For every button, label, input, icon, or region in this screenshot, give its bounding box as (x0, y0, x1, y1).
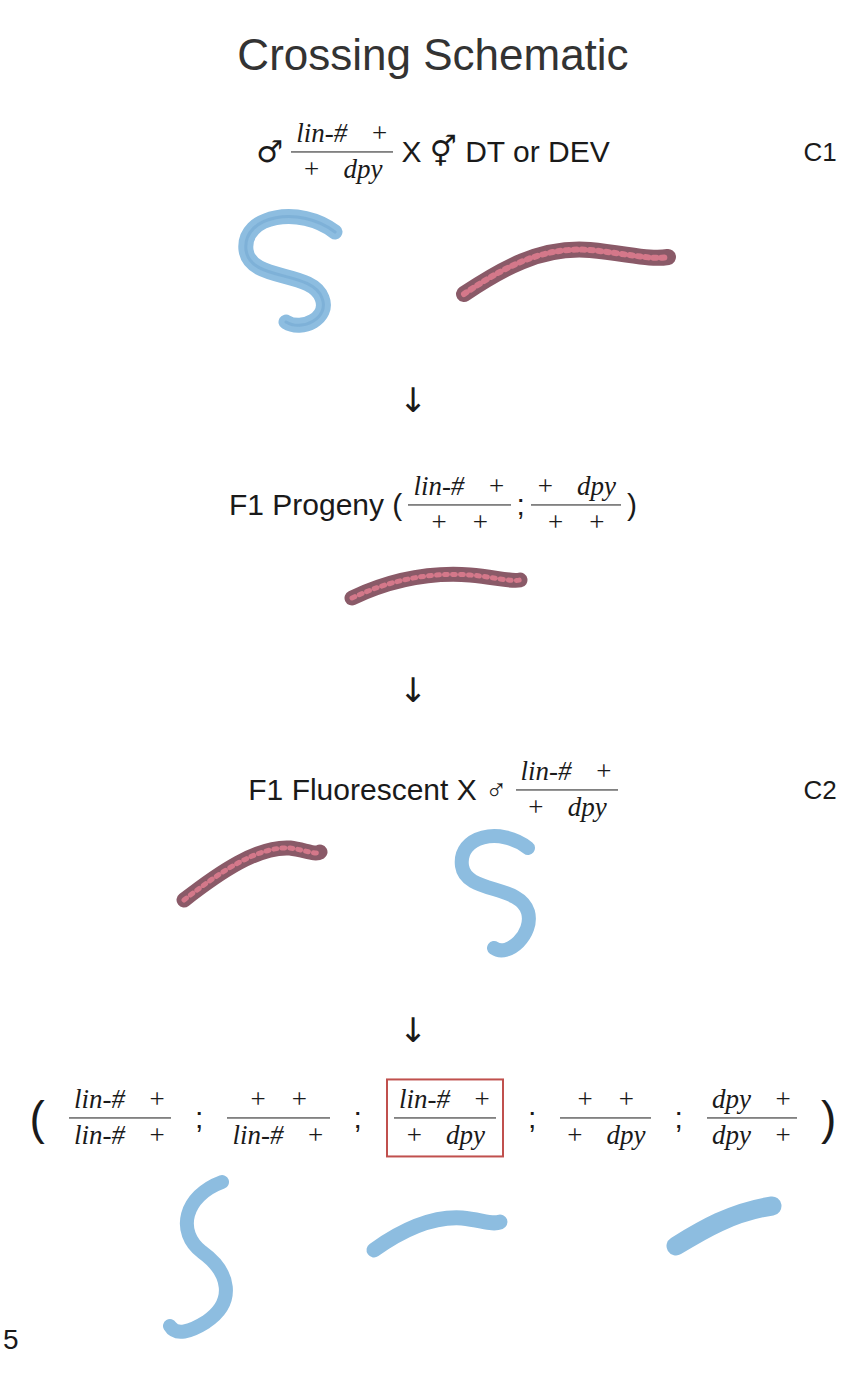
male-worm (462, 836, 529, 950)
genotype-denominator: + dpy (516, 791, 618, 824)
page-number: 5 (3, 1324, 19, 1356)
genotype-denominator: + dpy (394, 1119, 496, 1152)
separator: ; (517, 488, 525, 522)
genotype-fraction: + ++ dpy (560, 1084, 650, 1151)
genotype-fraction: lin-# +lin-# + (69, 1084, 171, 1151)
genotype-denominator: + + (531, 506, 621, 539)
genotype-denominator: + dpy (291, 153, 393, 186)
separator: ; (675, 1101, 683, 1135)
male-worm (170, 1182, 226, 1332)
genotype-denominator: dpy + (707, 1119, 797, 1152)
fluorescent-worm (352, 574, 520, 598)
genotype-fraction: + +lin-# + (227, 1084, 329, 1151)
separator: ; (354, 1101, 362, 1135)
male-worm (246, 217, 335, 326)
genotype-row: ♂lin-# ++ dpyX ⚥ DT or DEV (0, 118, 866, 185)
genotype-numerator: lin-# + (408, 471, 510, 505)
genotype-numerator: lin-# + (291, 118, 393, 152)
cross-label: C2 (803, 775, 836, 806)
genotype-numerator: lin-# + (516, 756, 618, 790)
cross-text: ♂ (256, 135, 283, 170)
genotype-denominator: lin-# + (69, 1119, 171, 1152)
cross-text: ) (627, 488, 637, 522)
genotype-denominator: + dpy (560, 1119, 650, 1152)
separator: ; (528, 1101, 536, 1135)
down-arrow: ↓ (399, 1010, 428, 1050)
wild-type-worm (374, 1218, 500, 1250)
genotype-numerator: + + (560, 1084, 650, 1118)
bracket: ) (821, 1091, 836, 1145)
genotype-numerator: dpy + (707, 1084, 797, 1118)
genotype-fraction: dpy +dpy + (707, 1084, 797, 1151)
fluorescent-worm (184, 848, 320, 900)
genotype-fraction: + dpy+ + (531, 471, 621, 538)
genotype-row: F1 Fluorescent X ♂ lin-# ++ dpy (0, 756, 866, 823)
highlight-box: lin-# ++ dpy (386, 1078, 504, 1157)
genotype-numerator: lin-# + (394, 1084, 496, 1118)
genotype-row: F1 Progeny (lin-# ++ +;+ dpy+ +) (0, 471, 866, 538)
genotype-fraction: lin-# ++ dpy (516, 756, 618, 823)
genotype-fraction: lin-# ++ dpy (291, 118, 393, 185)
genotype-numerator: lin-# + (69, 1084, 171, 1118)
genotype-fraction: lin-# ++ + (408, 471, 510, 538)
fluorescent-worm (464, 250, 668, 294)
dumpy-worm (676, 1206, 772, 1246)
cross-text: X ⚥ DT or DEV (401, 135, 609, 170)
bracket: ( (30, 1091, 45, 1145)
down-arrow: ↓ (399, 670, 428, 710)
separator: ; (195, 1101, 203, 1135)
genotype-denominator: lin-# + (227, 1119, 329, 1152)
genotype-denominator: + + (408, 506, 510, 539)
genotype-numerator: + + (227, 1084, 329, 1118)
cross-label: C1 (803, 137, 836, 168)
cross-text: F1 Fluorescent X ♂ (248, 773, 507, 807)
down-arrow: ↓ (399, 380, 428, 420)
cross-text: F1 Progeny ( (229, 488, 402, 522)
genotype-row: (lin-# +lin-# +;+ +lin-# +;lin-# ++ dpy;… (0, 1078, 866, 1157)
title: Crossing Schematic (0, 30, 866, 80)
genotype-numerator: + dpy (531, 471, 621, 505)
